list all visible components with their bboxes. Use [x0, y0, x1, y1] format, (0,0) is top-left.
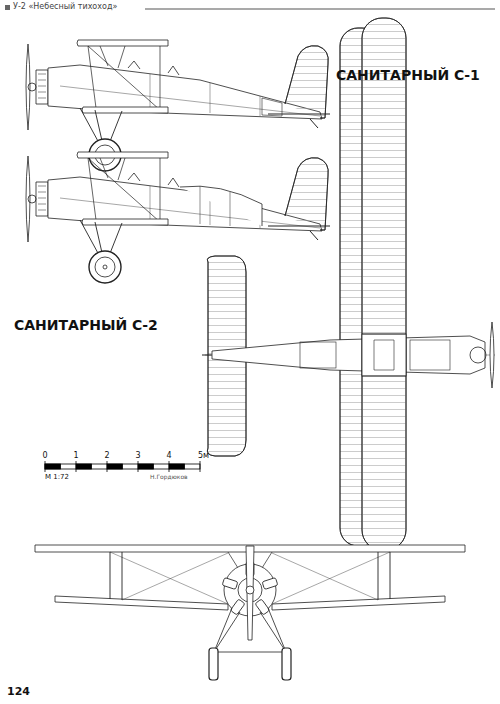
view-title: САНИТАРНЫЙ С-2: [14, 318, 158, 333]
view-title: САНИТАРНЫЙ С-1: [336, 68, 480, 83]
side-view-s1: [26, 40, 330, 171]
page-number: 124: [7, 686, 30, 698]
scale-number: 2: [104, 452, 109, 461]
header-rule: [145, 8, 495, 9]
scale-bar: [45, 461, 200, 472]
header-title: У-2 «Небесный тихоход»: [13, 3, 117, 12]
scale-number: 1: [73, 452, 78, 461]
scale-number: 5м: [198, 452, 209, 461]
scale-number: 4: [166, 452, 171, 461]
header-mark: [5, 5, 10, 10]
side-view-s2: [26, 152, 330, 283]
scale-number: 3: [135, 452, 140, 461]
scale-ratio: М 1:72: [45, 474, 69, 482]
scale-number: 0: [42, 452, 47, 461]
author-signature: Н.Гордюков: [150, 474, 188, 481]
top-view: [202, 18, 495, 550]
front-view: [35, 545, 465, 680]
